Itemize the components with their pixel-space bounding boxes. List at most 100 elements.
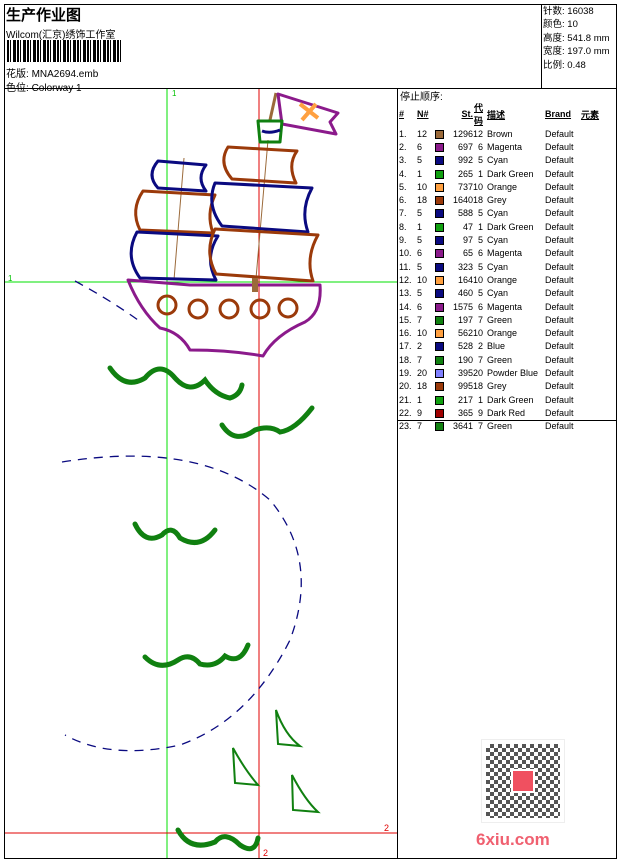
dashed-swirl [61,280,302,752]
code: 10 [473,181,484,192]
needle: 5 [417,208,423,219]
brand: Default [545,155,574,166]
guide-label-top: 1 [172,89,177,98]
needle: 18 [417,195,428,206]
design-value: MNA2694.emb [31,69,99,80]
row-index: 1. [399,128,407,139]
needle: 5 [417,155,423,166]
brand: Default [545,274,574,285]
needle: 5 [417,288,423,299]
row-index: 16. [399,328,412,339]
brand: Default [545,128,574,139]
stitches: 97 [462,235,473,246]
color-swatch-icon [435,262,444,272]
needle: 10 [417,328,428,339]
stitches: 460 [457,288,473,299]
brand: Default [545,248,574,259]
guide-label-right: 2 [384,823,389,833]
needle: 12 [417,128,428,139]
color-swatch-icon [435,196,444,206]
col-swatch [435,101,451,127]
code: 12 [473,128,484,139]
brand: Default [545,301,574,312]
element [581,300,599,313]
company-name: Wilcom(汇京)绣饰工作室 [6,30,116,41]
element [581,207,599,220]
brand: Default [545,407,574,418]
element [581,287,599,300]
description: Cyan [487,155,509,166]
needle: 7 [417,354,423,365]
color-swatch [435,353,451,366]
row-index: 11. [399,261,411,272]
color-swatch [435,207,451,220]
stitches: 65 [462,248,473,259]
color-count: 颜色: 10 [543,19,578,31]
element [581,326,599,339]
color-swatch [435,340,451,353]
row-index: 22. [399,407,412,418]
color-swatch [435,406,451,419]
stitches: 992 [457,155,473,166]
code: 1 [478,221,484,232]
col-needle: N# [417,109,429,119]
design-info: 针数: 16038 颜色: 10 高度: 541.8 mm 宽度: 197.0 … [541,4,617,89]
code: 18 [473,381,484,392]
color-swatch-icon [435,315,444,325]
stitches: 588 [457,208,473,219]
description: Magenta [487,141,523,152]
color-swatch-icon [435,209,444,219]
colorway-value: Colorway 1 [31,83,82,94]
code: 6 [478,248,484,259]
design-label: 花版: [6,69,29,80]
needle: 1 [417,394,423,405]
stitches: 47 [462,221,473,232]
qr-code [481,739,565,823]
header: 生产作业图 Wilcom(汇京)绣饰工作室 花版: MNA2694.emb 色位… [4,4,541,94]
code: 5 [478,261,484,272]
code: 6 [478,141,484,152]
fins [232,709,321,814]
element [581,127,599,140]
col-code: 代码 [474,103,484,126]
row-index: 17. [399,341,412,352]
color-swatch [435,140,451,153]
color-swatch-icon [435,355,444,365]
color-swatch-icon [435,275,444,285]
needle: 2 [417,341,423,352]
qr-stamp [511,769,535,793]
row-index: 14. [399,301,412,312]
description: Green [487,314,513,325]
color-swatch [435,180,451,193]
stop-sequence-title: 停止顺序: [400,92,443,103]
element [581,233,599,246]
code: 5 [478,208,484,219]
row-index: 6. [399,195,407,206]
color-swatch-icon [435,408,444,418]
color-swatch-icon [435,329,444,339]
brand: Default [545,168,574,179]
row-index: 9. [399,235,407,246]
code: 1 [478,394,484,405]
row-index: 15. [399,314,412,325]
description: Grey [487,195,507,206]
element [581,193,599,206]
description: Green [487,421,513,432]
needle: 10 [417,181,428,192]
needle: 6 [417,248,423,259]
description: Grey [487,381,507,392]
element [581,420,599,433]
stitches: 323 [457,261,473,272]
color-swatch-icon [435,382,444,392]
element [581,154,599,167]
color-swatch-icon [435,422,444,432]
needle: 10 [417,274,428,285]
description: Dark Green [487,221,534,232]
